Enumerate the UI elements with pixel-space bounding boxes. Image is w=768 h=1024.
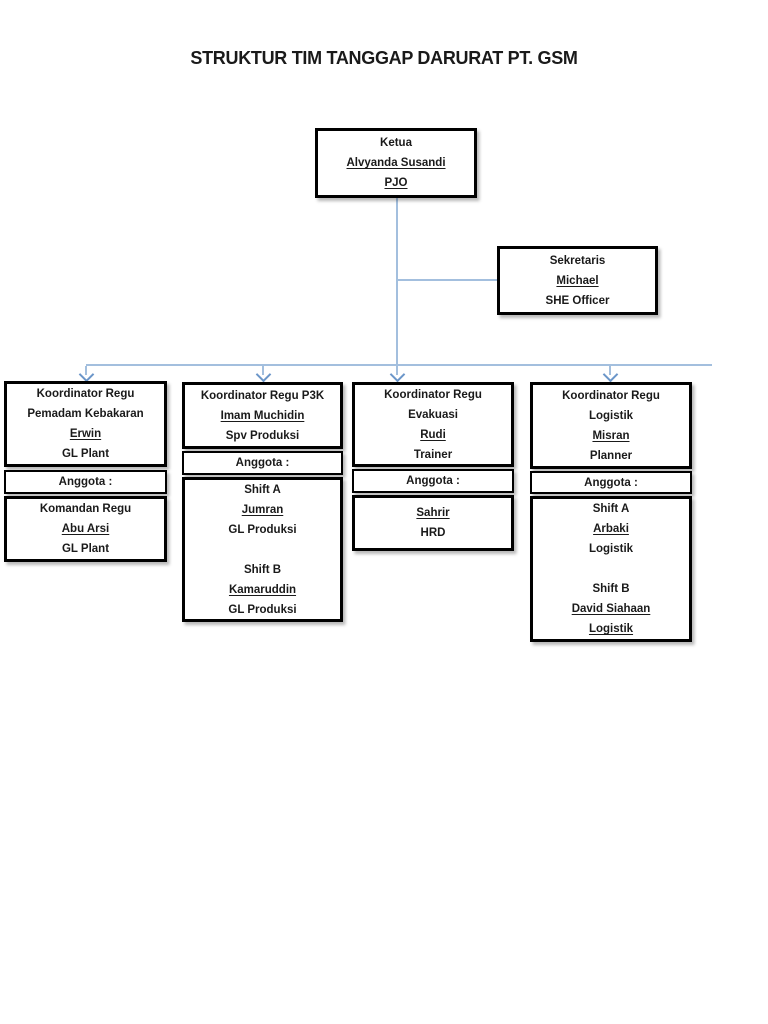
box-line: Komandan Regu xyxy=(39,503,132,515)
box-anggota-evakuasi: Anggota : xyxy=(352,469,514,493)
box-line: Abu Arsi xyxy=(61,523,110,535)
box-line: PJO xyxy=(384,177,408,189)
box-line: Shift A xyxy=(244,483,281,496)
arrow-down-icon xyxy=(602,366,619,383)
box-line: Koordinator Regu xyxy=(562,389,660,402)
box-line: Jumran xyxy=(241,503,284,516)
box-line: Koordinator Regu xyxy=(384,388,482,401)
box-anggota-p3k: Anggota : xyxy=(182,451,343,475)
arrow-down-icon xyxy=(389,366,406,383)
box-line: Anggota : xyxy=(406,475,460,487)
box-line: Logistik xyxy=(588,543,634,555)
box-line: Evakuasi xyxy=(408,408,458,421)
box-line: Ketua xyxy=(380,137,412,149)
box-anggota-logistik: Anggota : xyxy=(530,471,692,494)
box-line: Shift B xyxy=(592,583,630,595)
box-line: Logistik xyxy=(588,623,634,635)
box-line: Koordinator Regu P3K xyxy=(200,389,325,402)
box-line: GL Produksi xyxy=(228,603,297,616)
box-line: Imam Muchidin xyxy=(220,409,305,422)
box-line: Anggota : xyxy=(584,476,638,489)
box-line: Erwin xyxy=(69,428,102,440)
box-line: Arbaki xyxy=(593,523,629,535)
connector-ketua-vertical xyxy=(396,198,398,365)
box-line xyxy=(185,540,340,560)
box-line: Misran xyxy=(592,429,630,442)
box-members-p3k: Shift A Jumran GL Produksi Shift B Kamarudd… xyxy=(182,477,343,622)
connector-drop-logistik xyxy=(609,366,611,375)
box-line: Sekretaris xyxy=(549,254,606,267)
box-line: Shift A xyxy=(592,503,630,515)
box-line: SHE Officer xyxy=(545,294,610,307)
box-line: Sahrir xyxy=(416,507,450,519)
box-line: David Siahaan xyxy=(571,603,651,615)
arrow-down-icon xyxy=(255,366,272,383)
connector-sekretaris-branch xyxy=(397,279,497,281)
box-line: Koordinator Regu xyxy=(36,388,135,400)
box-line: GL Plant xyxy=(61,448,110,460)
box-line: Planner xyxy=(589,449,633,462)
box-line xyxy=(533,559,689,579)
box-line: Kamaruddin xyxy=(228,583,297,596)
box-anggota-pemadam: Anggota : xyxy=(4,470,167,494)
box-line: Alvyanda Susandi xyxy=(346,157,446,169)
box-line: Rudi xyxy=(420,428,446,441)
arrow-down-icon xyxy=(78,366,95,383)
box-line: HRD xyxy=(420,527,446,539)
connector-drop-pemadam xyxy=(85,366,87,375)
box-line: Pemadam Kebakaran xyxy=(27,408,144,420)
box-line: GL Plant xyxy=(61,543,110,555)
box-line: Anggota : xyxy=(58,476,113,488)
box-line: Michael xyxy=(556,274,599,287)
connector-horizontal-main xyxy=(86,364,712,366)
connector-drop-p3k xyxy=(262,366,264,375)
connector-drop-evakuasi xyxy=(396,366,398,375)
page-title: STRUKTUR TIM TANGGAP DARURAT PT. GSM xyxy=(190,48,578,68)
box-line: Spv Produksi xyxy=(225,429,300,442)
box-line: GL Produksi xyxy=(228,523,297,536)
box-line: Trainer xyxy=(413,448,453,461)
box-line: Shift B xyxy=(243,563,282,576)
box-line: Anggota : xyxy=(235,457,290,469)
box-line: Logistik xyxy=(588,409,634,422)
